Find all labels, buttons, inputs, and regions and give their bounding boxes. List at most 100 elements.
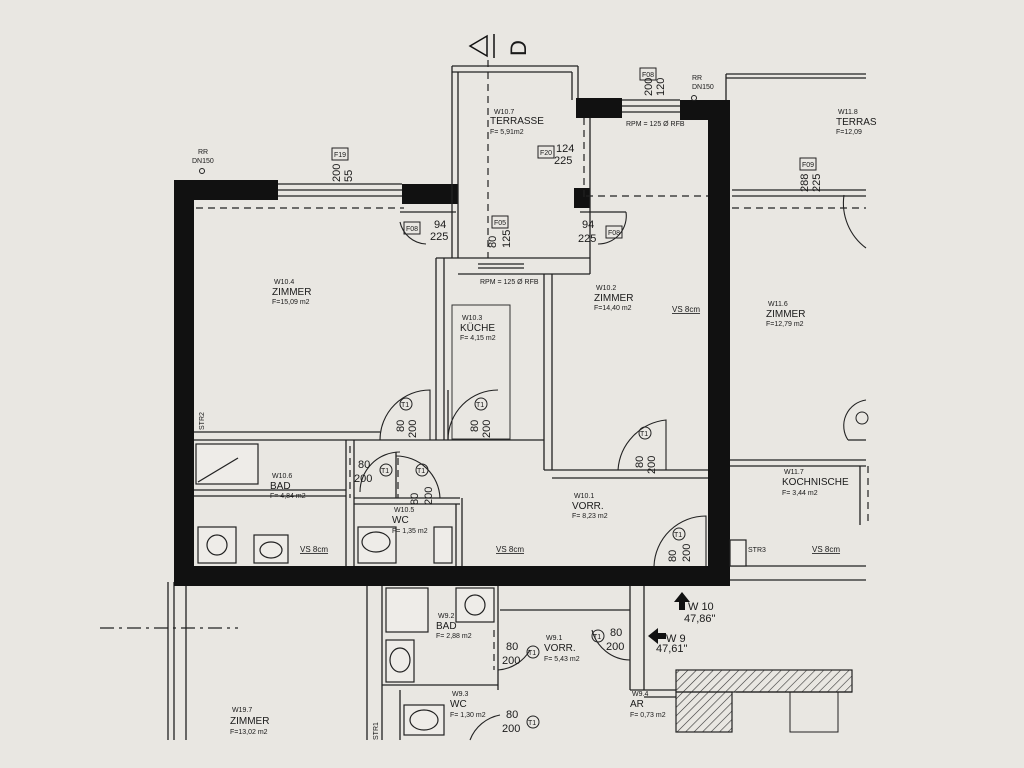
section-mark: D bbox=[506, 40, 531, 56]
room-area: F= 0,73 m2 bbox=[630, 712, 666, 719]
door-tag: T1 bbox=[401, 402, 409, 409]
room-name: WC bbox=[392, 515, 409, 526]
window-height: 55 bbox=[343, 170, 355, 182]
str-label: STR3 bbox=[748, 547, 766, 554]
room-name: BAD bbox=[270, 481, 291, 492]
dn-label: DN150 bbox=[692, 84, 714, 91]
window-width: 200 bbox=[331, 164, 343, 182]
room-name: TERRAS bbox=[836, 117, 877, 128]
door-width: 80 bbox=[506, 709, 518, 721]
door-tag: T1 bbox=[476, 402, 484, 409]
rpm-label: RPM = 125 Ø RFB bbox=[626, 121, 685, 128]
door-height: 200 bbox=[407, 420, 419, 438]
room-name: TERRASSE bbox=[490, 116, 544, 127]
room-area: F= 1,30 m2 bbox=[450, 712, 486, 719]
vs-label: VS 8cm bbox=[812, 545, 840, 554]
room-name: VORR. bbox=[572, 501, 604, 512]
window-width: 124 bbox=[556, 143, 574, 155]
rr-label: RR bbox=[692, 75, 702, 82]
room-id: W10.4 bbox=[274, 279, 294, 286]
door-tag: T1 bbox=[381, 468, 389, 475]
window-width: 94 bbox=[582, 219, 594, 231]
door-height: 200 bbox=[502, 723, 520, 735]
room-id: W10.1 bbox=[574, 493, 594, 500]
door-width: 80 bbox=[358, 459, 370, 471]
entrance-level: 47,61" bbox=[656, 643, 688, 655]
window-tag: F19 bbox=[334, 152, 346, 159]
door-tag: T1 bbox=[674, 532, 682, 539]
window-height: 120 bbox=[655, 78, 667, 96]
entrance-label: W 9 bbox=[666, 633, 686, 645]
room-name: ZIMMER bbox=[272, 287, 311, 298]
room-name: KÜCHE bbox=[460, 322, 495, 334]
door-height: 200 bbox=[481, 420, 493, 438]
entrance-arrow-icon bbox=[648, 592, 690, 644]
door-height: 200 bbox=[681, 544, 693, 562]
room-id: W11.6 bbox=[768, 301, 788, 308]
room-labels: W10.7 TERRASSE F= 5,91m2 W10.4 ZIMMER F=… bbox=[230, 109, 877, 736]
room-name: WC bbox=[450, 699, 467, 710]
room-id: W11.8 bbox=[838, 109, 858, 116]
rr-label: RR bbox=[198, 149, 208, 156]
window-width: 200 bbox=[643, 78, 655, 96]
entrance-label: W 10 bbox=[688, 601, 714, 613]
room-id: W9.1 bbox=[546, 635, 562, 642]
exterior-walls bbox=[174, 98, 730, 586]
room-area: F= 1,35 m2 bbox=[392, 528, 428, 535]
door-dimensions: 80 200 80 200 80 200 80 200 80 200 80 20… bbox=[354, 420, 693, 735]
str-label: STR1 bbox=[373, 722, 380, 740]
window-height: 225 bbox=[554, 155, 572, 167]
window-tag: F20 bbox=[540, 150, 552, 157]
room-area: F=14,40 m2 bbox=[594, 305, 632, 312]
door-tag: T1 bbox=[593, 634, 601, 641]
room-id: W9.4 bbox=[632, 691, 648, 698]
door-width: 80 bbox=[409, 493, 421, 505]
door-height: 200 bbox=[606, 641, 624, 653]
room-id: W9.3 bbox=[452, 691, 468, 698]
misc-labels: RR DN150 RR DN150 RPM = 125 Ø RFB RPM = … bbox=[192, 75, 840, 740]
terrace-outline bbox=[451, 60, 590, 275]
window-height: 125 bbox=[501, 230, 513, 248]
door-tag: T1 bbox=[528, 650, 536, 657]
window-width: 94 bbox=[434, 219, 446, 231]
window-width: 80 bbox=[487, 236, 499, 248]
room-id: W10.7 bbox=[494, 109, 514, 116]
door-width: 80 bbox=[469, 420, 481, 432]
door-height: 200 bbox=[502, 655, 520, 667]
window-width: 288 bbox=[799, 174, 811, 192]
window-height: 225 bbox=[811, 174, 823, 192]
orientation-marker: D bbox=[468, 34, 531, 58]
door-tag: T1 bbox=[640, 431, 648, 438]
vs-label: VS 8cm bbox=[300, 545, 328, 554]
room-id: W10.6 bbox=[272, 473, 292, 480]
room-name: AR bbox=[630, 699, 644, 710]
room-name: KOCHNISCHE bbox=[782, 477, 849, 488]
room-name: VORR. bbox=[544, 643, 576, 654]
room-id: W10.5 bbox=[394, 507, 414, 514]
room-id: W11.7 bbox=[784, 469, 804, 476]
interior-walls bbox=[194, 118, 708, 566]
window-tag: F08 bbox=[406, 226, 418, 233]
door-width: 80 bbox=[395, 420, 407, 432]
room-area: F= 5,43 m2 bbox=[544, 656, 580, 663]
door-width: 80 bbox=[667, 550, 679, 562]
window-tags: F08 200 120 F19 200 55 F20 124 225 F05 8… bbox=[331, 67, 823, 248]
door-height: 200 bbox=[423, 487, 435, 505]
room-area: F=15,09 m2 bbox=[272, 299, 310, 306]
entrance-level: 47,86" bbox=[684, 613, 716, 625]
room-area: F= 5,91m2 bbox=[490, 129, 524, 136]
rpm-label: RPM = 125 Ø RFB bbox=[480, 279, 539, 286]
window-height: 225 bbox=[578, 233, 596, 245]
neighbour-lines bbox=[100, 73, 869, 741]
window-tag: F08 bbox=[642, 72, 654, 79]
door-height: 200 bbox=[646, 456, 658, 474]
dn-label: DN150 bbox=[192, 158, 214, 165]
window-tag: F09 bbox=[802, 162, 814, 169]
room-area: F= 8,23 m2 bbox=[572, 513, 608, 520]
vs-label: VS 8cm bbox=[496, 545, 524, 554]
door-swings bbox=[359, 211, 707, 567]
door-width: 80 bbox=[634, 456, 646, 468]
room-area: F= 2,88 m2 bbox=[436, 633, 472, 640]
window-tag: F05 bbox=[494, 220, 506, 227]
